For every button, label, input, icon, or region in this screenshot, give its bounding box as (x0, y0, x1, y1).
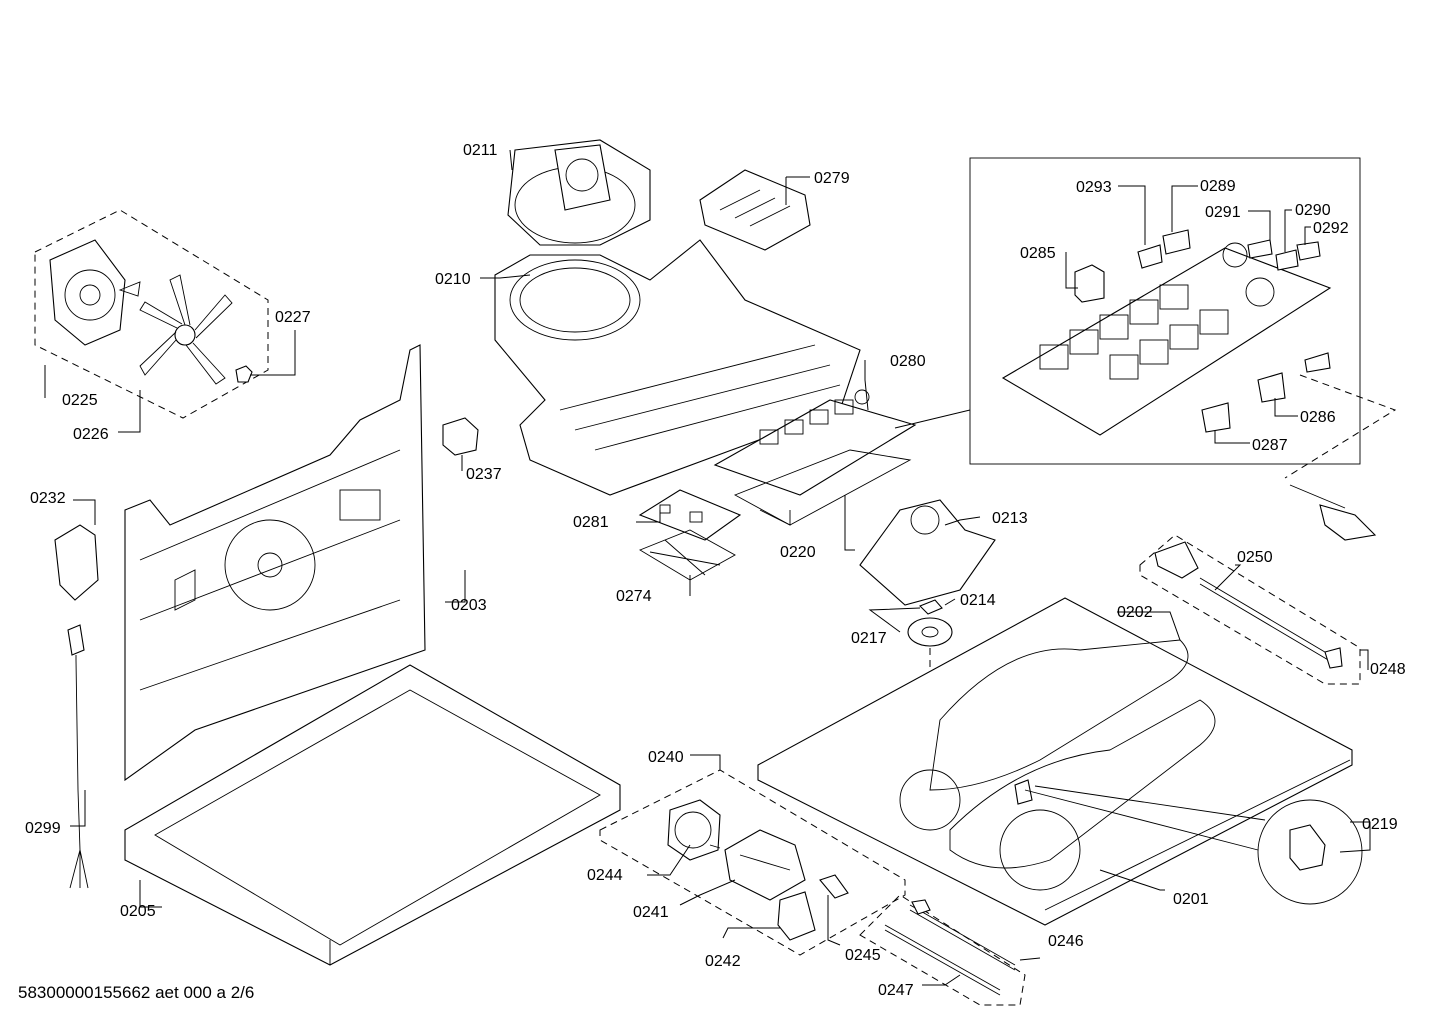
label-0290: 0290 (1295, 202, 1331, 219)
label-0289: 0289 (1200, 178, 1236, 195)
label-0287: 0287 (1252, 437, 1288, 454)
inset-pcb-part (1001, 247, 1332, 436)
door-switch-part (54, 524, 99, 601)
label-0225: 0225 (62, 392, 98, 409)
rail-group (1139, 534, 1361, 685)
label-0220: 0220 (780, 544, 816, 561)
label-0274: 0274 (616, 588, 652, 605)
turntable-0214-part (907, 617, 953, 647)
connector-0285-part (1074, 264, 1105, 303)
relay-holder-part (699, 169, 811, 251)
label-0285: 0285 (1020, 245, 1056, 262)
connector-0293-part (1137, 244, 1163, 269)
label-0291: 0291 (1205, 204, 1241, 221)
label-0246: 0246 (1048, 933, 1084, 950)
label-0240: 0240 (648, 749, 684, 766)
connector-0290-part (1275, 249, 1299, 271)
label-0286: 0286 (1300, 409, 1336, 426)
connector-0286-part (1257, 372, 1286, 403)
heater-motor-part (859, 499, 996, 606)
label-0202: 0202 (1117, 604, 1153, 621)
label-0244: 0244 (587, 867, 623, 884)
pcb-frame-part (733, 449, 912, 526)
label-0226: 0226 (73, 426, 109, 443)
label-0299: 0299 (25, 820, 61, 837)
connector-0291-part (1247, 239, 1273, 259)
label-0205: 0205 (120, 903, 156, 920)
label-0247: 0247 (878, 982, 914, 999)
label-0201: 0201 (1173, 891, 1209, 908)
label-0279: 0279 (814, 170, 850, 187)
connector-0287-part (1201, 402, 1231, 433)
connector-small-part (1304, 352, 1331, 373)
label-0227: 0227 (275, 309, 311, 326)
control-group (599, 769, 906, 956)
label-0203: 0203 (451, 597, 487, 614)
base-plate-part (757, 597, 1353, 926)
label-0242: 0242 (705, 953, 741, 970)
drawing-reference-code: 58300000155662 aet 000 a 2/6 (18, 983, 254, 1002)
label-0292: 0292 (1313, 220, 1349, 237)
label-0232: 0232 (30, 490, 66, 507)
label-0237: 0237 (466, 466, 502, 483)
label-0248: 0248 (1370, 661, 1406, 678)
inset-detail-box (894, 157, 1361, 465)
label-0219: 0219 (1362, 816, 1398, 833)
label-0293: 0293 (1076, 179, 1112, 196)
fan-motor-group (34, 209, 269, 419)
probe-sensor-part (1284, 374, 1397, 541)
air-duct-housing-part (494, 239, 861, 496)
label-0211: 0211 (463, 142, 498, 159)
rod-group (859, 894, 1026, 1006)
control-pcb-part (713, 389, 917, 496)
label-0214: 0214 (960, 592, 996, 609)
connector-0292-part (1296, 241, 1321, 261)
label-0217: 0217 (851, 630, 887, 647)
leader-lines (44, 149, 1371, 986)
rear-panel-part (124, 344, 426, 782)
fan-impeller-part (139, 274, 233, 385)
bracket-0237-part (442, 417, 479, 456)
label-0281: 0281 (573, 514, 609, 531)
label-0210: 0210 (435, 271, 471, 288)
switch-0244-part (667, 799, 721, 861)
nut-part (235, 365, 253, 383)
label-0213: 0213 (992, 510, 1028, 527)
rail-bracket-part (1154, 541, 1199, 579)
detail-0219-circle (1024, 785, 1363, 905)
label-0245: 0245 (845, 947, 881, 964)
label-0250: 0250 (1237, 549, 1273, 566)
cooling-fan-part (507, 139, 651, 246)
pcb-support-part (638, 529, 736, 581)
part-labels: 0211 0210 0279 0280 0220 0281 0274 0213 … (25, 142, 1406, 999)
lamp-holder-0245-part (819, 874, 849, 899)
power-cable-part (67, 624, 89, 889)
small-pcb-part (638, 489, 742, 541)
connector-0289-part (1162, 229, 1191, 255)
bottom-tray-part (124, 664, 621, 966)
selector-0241-part (724, 829, 806, 901)
sensor-0219-part (1289, 824, 1326, 871)
clip-0217-part (919, 599, 943, 615)
relay-0242-part (777, 891, 816, 941)
label-0241: 0241 (633, 904, 669, 921)
fan-motor-part (49, 239, 126, 346)
label-0280: 0280 (890, 353, 926, 370)
